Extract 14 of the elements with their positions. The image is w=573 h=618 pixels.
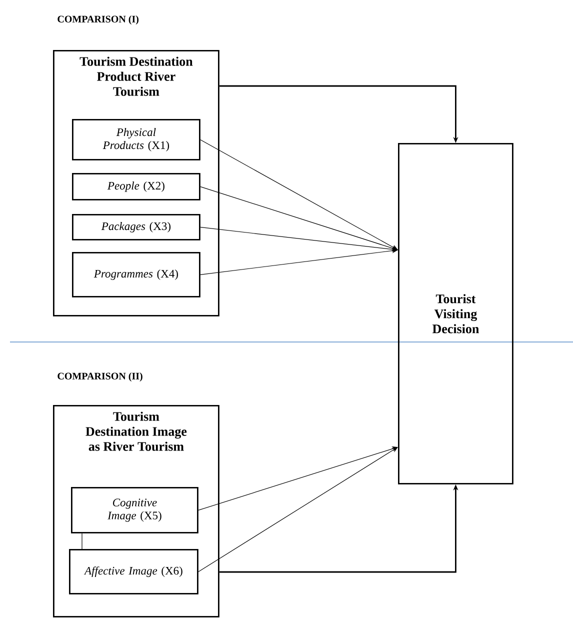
- variable-box: Affective Image (X6): [69, 549, 198, 594]
- outcome-box: Tourist Visiting Decision: [398, 143, 514, 484]
- arrow: [198, 446, 398, 510]
- variable-box: People (X2): [72, 173, 200, 200]
- arrow: [200, 226, 398, 252]
- section-heading: COMPARISON (I): [58, 15, 138, 25]
- variable-box: Physical Products (X1): [72, 119, 200, 160]
- variable-box: Packages (X3): [72, 214, 200, 240]
- variable-box: Cognitive Image (X5): [71, 487, 198, 534]
- arrow: [200, 248, 398, 275]
- arrow: [198, 447, 398, 572]
- variable-box: Programmes (X4): [72, 252, 200, 298]
- section-heading: COMPARISON (II): [58, 372, 142, 382]
- arrow: [200, 139, 398, 250]
